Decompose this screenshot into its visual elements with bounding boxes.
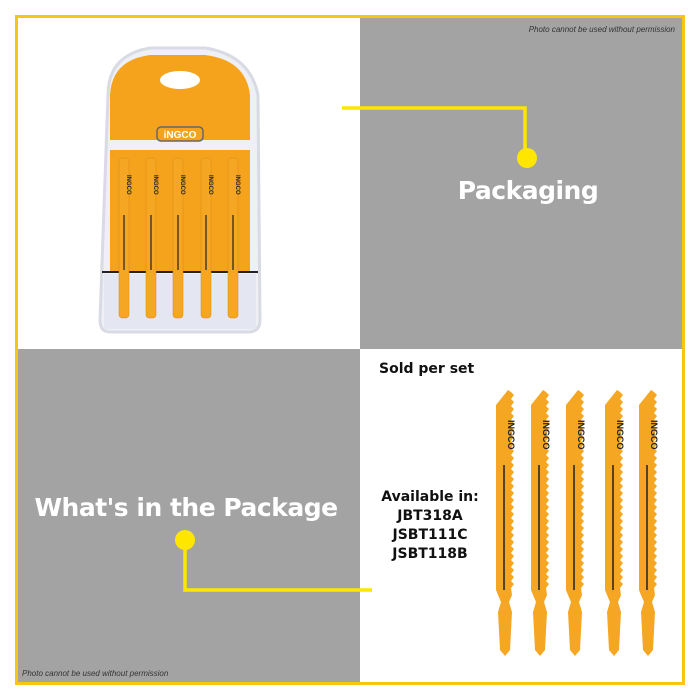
available-heading: Available in: — [381, 489, 479, 505]
packaged-blade: INGCO — [227, 157, 240, 319]
blades-image: INGCO INGCO INGCO INGCO INGCO — [496, 390, 659, 656]
permission-watermark-top: Photo cannot be used without permission — [528, 25, 675, 34]
packaged-blade: INGCO — [145, 157, 158, 319]
jigsaw-blade: INGCO — [496, 390, 516, 656]
permission-watermark-bottom: Photo cannot be used without permission — [22, 669, 169, 678]
packaging-connector-line — [342, 106, 527, 156]
blade-brand-logo: INGCO — [615, 420, 625, 450]
blade-brand-logo: INGCO — [152, 175, 158, 195]
packaging-connector-dot — [517, 148, 537, 168]
jigsaw-blade: INGCO — [531, 390, 551, 656]
packaging-label: Packaging — [457, 176, 599, 205]
contents-connector-line — [183, 540, 372, 592]
sold-per-set-label: Sold per set — [379, 361, 475, 377]
model-item: JSBT118B — [392, 546, 468, 562]
packaged-blade: INGCO — [118, 157, 131, 319]
blade-brand-logo: INGCO — [649, 420, 659, 450]
jigsaw-blade: INGCO — [639, 390, 659, 656]
jigsaw-blade: INGCO — [605, 390, 625, 656]
blade-brand-logo: INGCO — [506, 420, 516, 450]
blade-brand-logo: INGCO — [541, 420, 551, 450]
blade-brand-logo: INGCO — [125, 175, 131, 195]
packaging-label-panel — [360, 18, 682, 349]
yellow-frame — [15, 15, 685, 685]
package-contents-label: What's in the Package — [34, 493, 338, 522]
packaged-blade: INGCO — [172, 157, 185, 319]
package-brand-logo: iNGCO — [164, 130, 197, 141]
blade-brand-logo: INGCO — [234, 175, 240, 195]
blade-brand-logo: INGCO — [179, 175, 185, 195]
packaged-blade: INGCO — [200, 157, 213, 319]
contents-label-panel — [18, 349, 360, 682]
contents-photo-panel — [360, 349, 682, 682]
model-item: JSBT111C — [392, 527, 468, 543]
blade-brand-logo: INGCO — [207, 175, 213, 195]
blister-package-image: iNGCO INGCO INGCO INGCO INGCO INGCO — [98, 46, 262, 334]
available-models: Available in: JBT318A JSBT111C JSBT118B — [370, 488, 490, 564]
contents-connector-dot — [175, 530, 195, 550]
blade-brand-logo: INGCO — [576, 420, 586, 450]
model-item: JBT318A — [397, 508, 463, 524]
jigsaw-blade: INGCO — [566, 390, 586, 656]
